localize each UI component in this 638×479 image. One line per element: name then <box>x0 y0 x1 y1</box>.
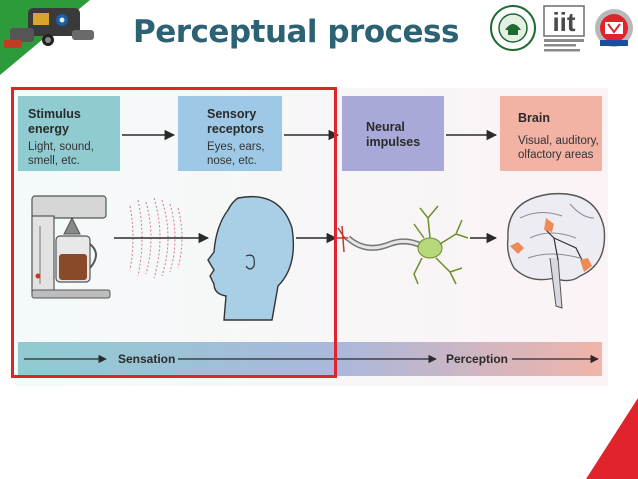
box-brain-sub-line2: olfactory areas <box>518 149 594 161</box>
university-seal-icon <box>490 5 536 51</box>
box-stimulus-sub-line2: smell, etc. <box>28 155 80 167</box>
box-sensory-title-line2: receptors <box>207 122 264 136</box>
perceptual-process-diagram: Stimulus energy Light, sound, smell, etc… <box>15 88 608 386</box>
sensation-label: Sensation <box>118 352 175 366</box>
svg-text:iit: iit <box>552 7 575 37</box>
box-sensory-sub-line2: nose, etc. <box>207 155 257 167</box>
sensation-perception-band: Sensation Perception <box>18 342 602 376</box>
box-neural-title-line1: Neural <box>366 120 405 134</box>
head-profile-icon <box>207 196 295 321</box>
box-brain-title-line1: Brain <box>518 111 550 125</box>
slide-title: Perceptual process <box>133 14 459 50</box>
box-sensory-sub-line1: Eyes, ears, <box>207 141 265 153</box>
corner-decoration-red <box>586 398 638 479</box>
iit-logo-icon: iit <box>543 5 585 52</box>
gear-emblem-icon <box>595 9 633 47</box>
box-stimulus-title-line2: energy <box>28 122 69 136</box>
corner-decoration-green <box>0 0 94 75</box>
box-brain: Brain Visual, auditory, olfactory areas <box>500 96 602 171</box>
box-sensory-title-line1: Sensory <box>207 107 256 121</box>
sensation-highlight-frame <box>11 87 337 378</box>
box-neural-title-line2: impulses <box>366 135 420 149</box>
box-brain-sub-line1: Visual, auditory, <box>518 135 599 147</box>
box-stimulus-title-line1: Stimulus <box>28 107 81 121</box>
robot-image-icon <box>4 8 94 48</box>
box-stimulus-sub-line1: Light, sound, <box>28 141 94 153</box>
brain-icon <box>506 192 606 309</box>
iit-logo: iit <box>542 4 588 54</box>
perception-label: Perception <box>446 352 508 366</box>
box-neural-impulses: Neural impulses <box>342 96 444 171</box>
neuron-icon <box>334 205 469 285</box>
box-stimulus-energy: Stimulus energy Light, sound, smell, etc… <box>18 96 120 171</box>
box-sensory-receptors: Sensory receptors Eyes, ears, nose, etc. <box>178 96 282 171</box>
coffee-maker-icon <box>31 195 111 299</box>
